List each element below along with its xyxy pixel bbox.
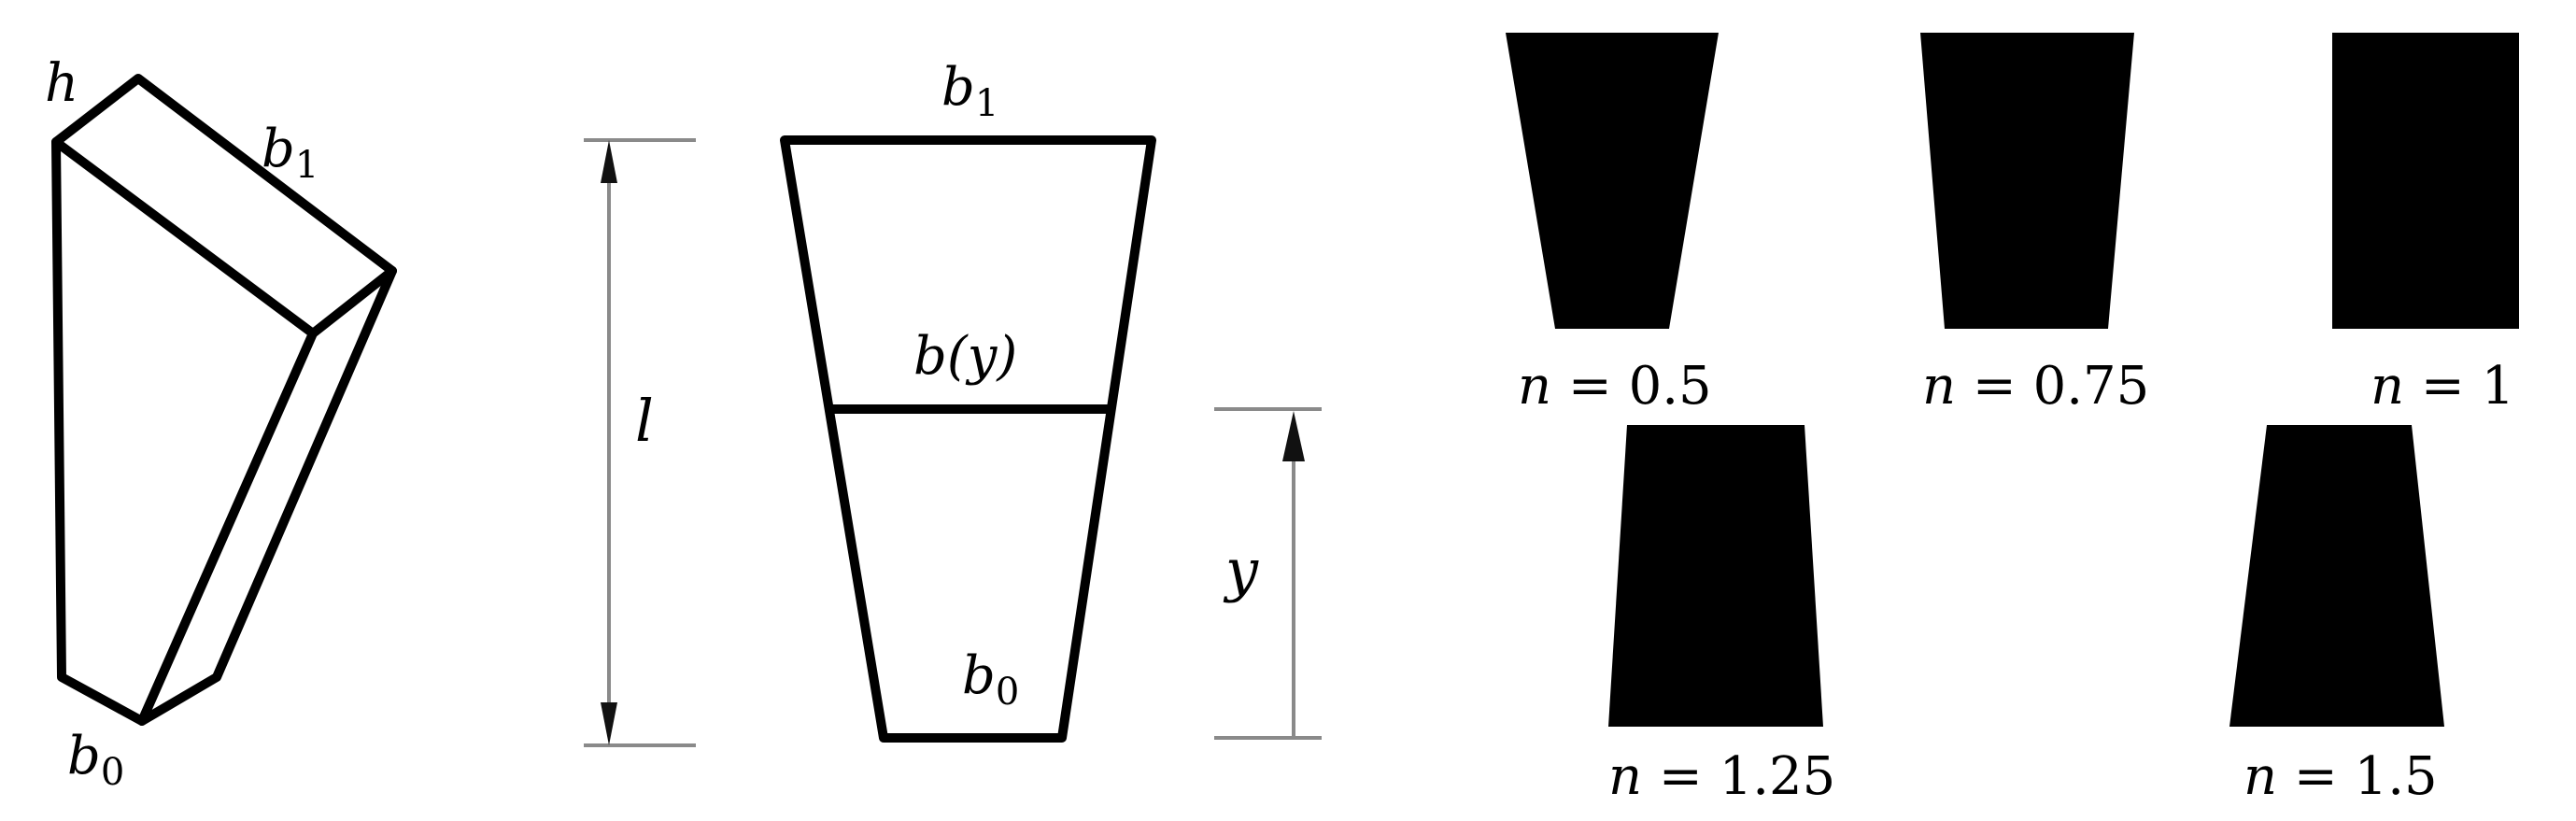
shape-n-0-75: n = 0.75 xyxy=(1920,33,2149,417)
label-n-1-25: n = 1.25 xyxy=(1608,746,1835,807)
dimension-l-arrow-up xyxy=(601,140,617,183)
shape-n-1-25: n = 1.25 xyxy=(1608,425,1835,807)
panel-shapes: n = 0.5 n = 0.75 n = 1 n = 1.25 n = 1.5 xyxy=(1506,33,2519,807)
shape-trapezoid-n-1-25 xyxy=(1608,425,1823,727)
label-b1-3d: b1 xyxy=(262,119,318,187)
shape-n-1: n = 1 xyxy=(2332,33,2519,417)
label-b-of-y: b(y) xyxy=(913,326,1017,387)
label-h: h xyxy=(45,53,78,114)
dimension-l-arrow-down xyxy=(601,702,617,745)
panel-3d-beam: h b1 b0 xyxy=(45,53,397,794)
shape-trapezoid-n-1-5 xyxy=(2229,425,2444,727)
panel-section: b1 b(y) b0 l y xyxy=(584,57,1322,747)
section-trapezoid xyxy=(780,135,1156,743)
label-n-0-5: n = 0.5 xyxy=(1518,356,1712,417)
beam-silhouette xyxy=(51,74,397,726)
shape-trapezoid-n-0-75 xyxy=(1920,33,2134,329)
dimension-y-arrow-up xyxy=(1282,411,1305,461)
label-b1-section: b1 xyxy=(941,57,998,125)
label-n-0-75: n = 0.75 xyxy=(1922,356,2149,417)
beam-front-diagonal-edge xyxy=(137,329,318,726)
label-b0-3d: b0 xyxy=(67,726,124,794)
shape-n-1-5: n = 1.5 xyxy=(2229,425,2444,807)
shape-rectangle-n-1 xyxy=(2332,33,2519,329)
label-y: y xyxy=(1223,536,1259,604)
label-n-1-5: n = 1.5 xyxy=(2243,746,2438,807)
shape-n-0-5: n = 0.5 xyxy=(1506,33,1719,417)
shape-trapezoid-n-0-5 xyxy=(1506,33,1719,329)
label-n-1: n = 1 xyxy=(2371,356,2514,417)
beam-top-front-edge xyxy=(51,137,318,338)
label-b0-section: b0 xyxy=(962,645,1019,714)
label-l: l xyxy=(635,387,654,455)
beam-right-front-edge xyxy=(308,266,397,338)
